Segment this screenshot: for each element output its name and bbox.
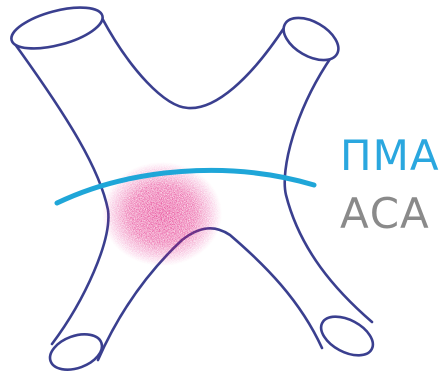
tube-end-bottom-right xyxy=(315,309,379,364)
spot xyxy=(102,162,222,266)
label-pma: ПМА xyxy=(340,135,440,177)
tube-end-bottom-left xyxy=(45,328,107,374)
tube-end-top-left xyxy=(7,0,107,57)
tube-end-top-right xyxy=(277,9,346,68)
label-aca: АСА xyxy=(340,193,430,235)
